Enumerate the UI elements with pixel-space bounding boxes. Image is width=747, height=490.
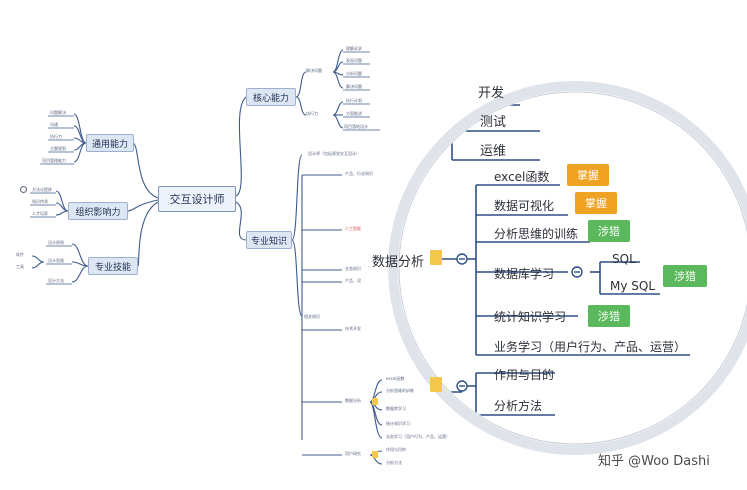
leaf-item: 分析问题: [346, 71, 362, 76]
leaf-item: 设计思维: [48, 258, 64, 263]
lens-collapse-toggles[interactable]: [456, 253, 583, 392]
lens-sub-excel: excel函数: [494, 170, 550, 184]
leaf-item: 人工智能: [345, 226, 361, 231]
leaf-item: 业务学习（用户行为、产品、运营）: [386, 434, 450, 439]
leaf-item: 技术开发: [345, 326, 361, 331]
leaf-item: 项目管理能力: [42, 158, 66, 163]
leaf-item: 设计方法: [48, 278, 64, 283]
lens-sub-thinking: 分析思维的训练: [494, 227, 579, 241]
leaf-item: 主题规划: [50, 146, 66, 151]
leaf-item: 知识传承: [32, 199, 48, 204]
lens-sub-visualization: 数据可视化: [494, 199, 555, 213]
leaf-item: 执行计划: [346, 98, 362, 103]
tag-dabble: 涉猎: [588, 220, 630, 242]
leaf-item: 分析思维的训练: [386, 388, 414, 393]
leaf-item: 方案推进: [346, 111, 362, 116]
lens-sub-mysql: My SQL: [610, 279, 656, 293]
note-icon: [372, 398, 378, 405]
lens-item-test: 测试: [480, 115, 507, 130]
leaf-item: 设计原则: [48, 240, 64, 245]
leaf-item: excel函数: [386, 376, 405, 381]
lens-sub-sql: SQL: [612, 252, 636, 266]
leaf-item: 作用与目的: [386, 447, 406, 452]
tag-master: 掌握: [567, 164, 609, 186]
lens-sub-stats: 统计知识学习: [494, 310, 567, 324]
tag-master: 掌握: [575, 192, 617, 214]
leaf-item: 工具: [16, 264, 24, 269]
circle-icon: [20, 186, 27, 193]
tag-dabble: 涉猎: [663, 265, 707, 287]
leaf-item: 业务知识: [345, 266, 361, 271]
leaf-item: 人才培养: [32, 211, 48, 216]
lens-sub-business: 业务学习（用户行为、产品、运营）: [494, 340, 687, 354]
branch-pro-skills[interactable]: 专业技能: [88, 257, 138, 275]
root-node[interactable]: 交互设计师: [158, 186, 236, 212]
branch-label: 通用能力: [91, 139, 128, 150]
group-label: 执行力: [306, 111, 318, 116]
note-icon: [430, 250, 442, 265]
branch-org-influence[interactable]: 组织影响力: [68, 202, 128, 220]
leaf-item: 执行力: [50, 134, 62, 139]
leaf-item: 产品、设: [345, 278, 361, 283]
note-icon: [430, 377, 442, 392]
branch-label: 专业技能: [94, 262, 131, 273]
watermark: 知乎 @Woo Dashi: [598, 454, 710, 469]
leaf-item: 解决问题: [346, 84, 362, 89]
branch-label: 核心能力: [252, 93, 289, 104]
leaf-item: 沟通: [50, 122, 58, 127]
leaf-item: 数据分析: [345, 398, 361, 403]
leaf-item: 统计知识学习: [386, 421, 410, 426]
leaf-item: 软件: [16, 252, 24, 257]
lens-sub-purpose: 作用与目的: [494, 368, 555, 382]
group-label: 解决问题: [306, 68, 322, 73]
leaf-item: 方法论提炼: [32, 187, 52, 192]
leaf-item: 相关知识: [304, 314, 320, 319]
lens-sub-database: 数据库学习: [494, 267, 555, 281]
lens-branch-data-analysis[interactable]: 数据分析: [372, 255, 425, 270]
leaf-item: 产品、行业知识: [345, 171, 373, 176]
leaf-item: 用户研究: [345, 451, 361, 456]
leaf-item: 设计师（包括视觉交互设计）: [308, 151, 360, 156]
leaf-underlines: [30, 51, 380, 285]
lens-item-dev: 开发: [478, 86, 505, 101]
leaf-item: 分析方法: [386, 460, 402, 465]
branch-label: 组织影响力: [75, 207, 121, 218]
leaf-item: 数据库学习: [386, 406, 406, 411]
branch-pro-knowledge[interactable]: 专业知识: [246, 231, 292, 249]
branch-label: 专业知识: [250, 236, 287, 247]
leaf-item: 发现问题: [346, 58, 362, 63]
branch-general-ability[interactable]: 通用能力: [86, 134, 134, 152]
connector-lines: [31, 49, 383, 465]
branch-core-ability[interactable]: 核心能力: [246, 88, 296, 106]
leaf-item: 问题解决: [50, 110, 66, 115]
leaf-item: 理解诉求: [346, 46, 362, 51]
lens-sub-method: 分析方法: [494, 399, 543, 413]
lens-item-ops: 运维: [480, 144, 507, 159]
root-label: 交互设计师: [169, 193, 225, 206]
tag-dabble: 涉猎: [588, 305, 630, 327]
leaf-item: 项目落地设计: [344, 124, 368, 129]
note-icon: [372, 451, 378, 458]
